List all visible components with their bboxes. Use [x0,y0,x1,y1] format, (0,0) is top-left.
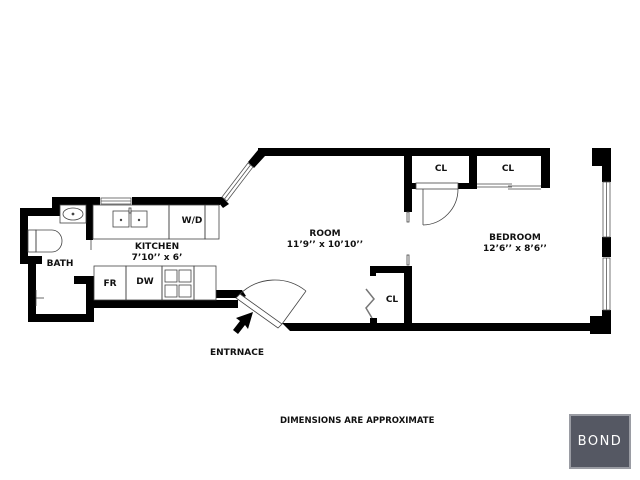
brand-logo: BOND [569,414,631,469]
fixtures [27,182,541,329]
fridge-label: FR [103,279,117,289]
kitchen-label: KITCHEN 7’10’’ x 6’ [132,242,183,264]
bedroom-dimensions: 12’6’’ x 8’6’’ [483,244,547,254]
windows [100,162,611,311]
closet-label-2: CL [501,164,515,174]
kitchen-dimensions: 7’10’’ x 6’ [131,253,183,263]
dimensions-note: DIMENSIONS ARE APPROXIMATE [280,416,435,426]
bedroom-label: BEDROOM 12’6’’ x 8’6’’ [483,233,547,255]
brand-name: BOND [577,434,623,449]
room-label: ROOM 11’9’’ x 10’10’’ [287,229,363,251]
dishwasher-label: DW [136,277,154,287]
room-name: ROOM [309,229,341,239]
kitchen-name: KITCHEN [134,242,180,252]
closet-label-1: CL [434,164,448,174]
entrance-label: ENTRNACE [210,348,264,358]
walls [20,148,611,334]
washer-dryer-label: W/D [181,216,203,226]
closet-label-3: CL [385,295,399,305]
bedroom-name: BEDROOM [489,233,541,243]
room-dimensions: 11’9’’ x 10’10’’ [286,240,364,250]
bath-label: BATH [46,259,74,269]
arrow-icon [233,312,253,334]
